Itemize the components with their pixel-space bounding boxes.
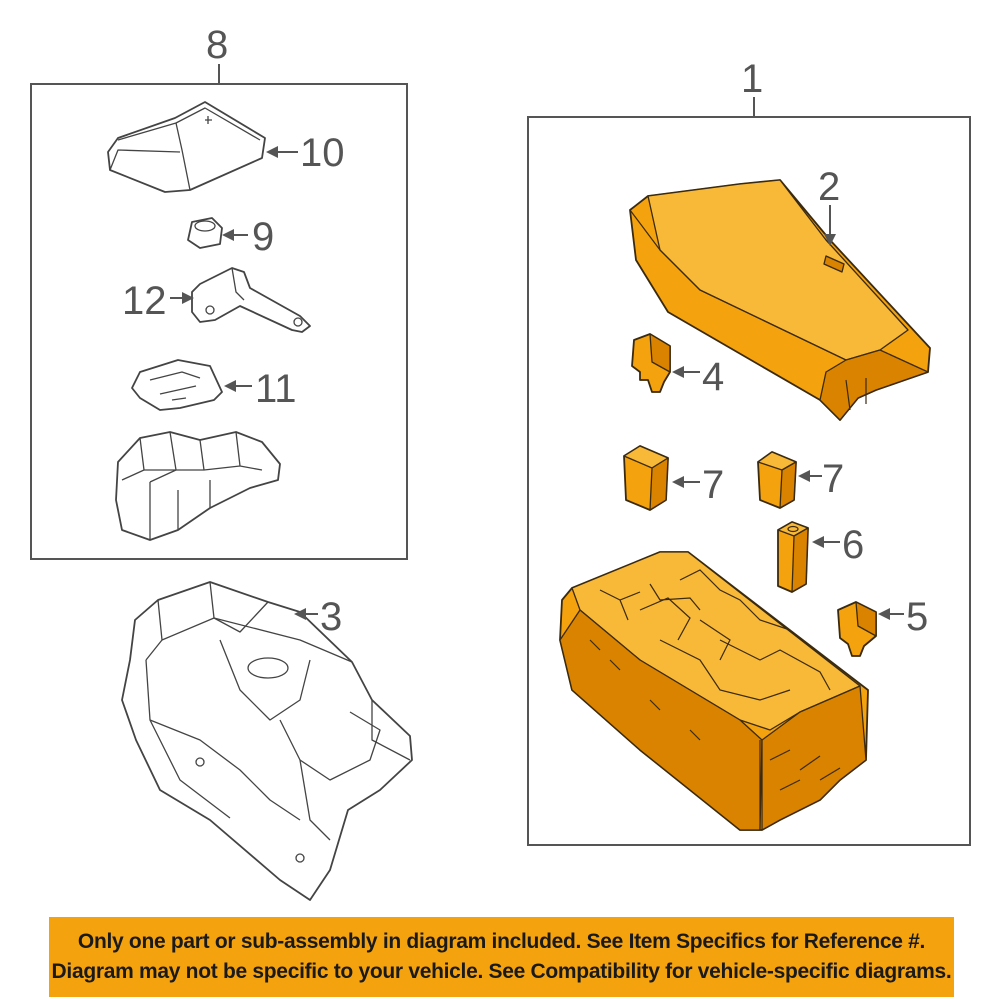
part-2-cover	[629, 179, 931, 421]
callout-7b: 7	[822, 457, 844, 501]
arrow-11	[224, 380, 236, 392]
callout-12: 12	[122, 279, 167, 323]
callout-5: 5	[906, 595, 928, 639]
callout-6: 6	[842, 523, 864, 567]
group-8-frame	[30, 83, 408, 560]
callout-11: 11	[255, 367, 297, 411]
fuse-box-body	[559, 551, 869, 831]
arrow-5	[878, 608, 890, 620]
arrow-9	[222, 229, 234, 241]
part-7b-relay	[757, 451, 797, 509]
callout-7a: 7	[702, 463, 724, 507]
arrow-12	[182, 292, 194, 304]
arrow-7b	[798, 470, 810, 482]
part-5-fuse	[837, 601, 877, 657]
arrow-10	[266, 146, 278, 158]
arrow-6	[812, 536, 824, 548]
arrow-7a	[672, 476, 684, 488]
disclaimer-banner: Only one part or sub-assembly in diagram…	[49, 917, 954, 997]
part-7a-relay	[623, 445, 669, 511]
disclaimer-line-2: Diagram may not be specific to your vehi…	[51, 960, 952, 983]
callout-2: 2	[818, 165, 840, 209]
part-9-nut	[187, 217, 223, 249]
part-12-terminal	[191, 267, 311, 333]
part-8-bracket	[115, 431, 281, 541]
callout-3: 3	[320, 595, 342, 639]
callout-9: 9	[252, 215, 274, 259]
callout-8: 8	[206, 23, 228, 67]
callout-1: 1	[741, 57, 763, 101]
disclaimer-line-1: Only one part or sub-assembly in diagram…	[77, 930, 926, 953]
callout-10: 10	[300, 131, 345, 175]
callout-4: 4	[702, 355, 724, 399]
part-6-fuse	[777, 521, 809, 593]
arrow-2	[824, 234, 836, 246]
arrow-4	[672, 366, 684, 378]
part-4-fuse	[631, 333, 671, 393]
arrow-3	[294, 608, 306, 620]
group-1-frame	[527, 116, 971, 846]
part-10-cover	[107, 101, 266, 193]
part-11-plate	[131, 359, 223, 411]
part-3-tray	[121, 581, 413, 901]
